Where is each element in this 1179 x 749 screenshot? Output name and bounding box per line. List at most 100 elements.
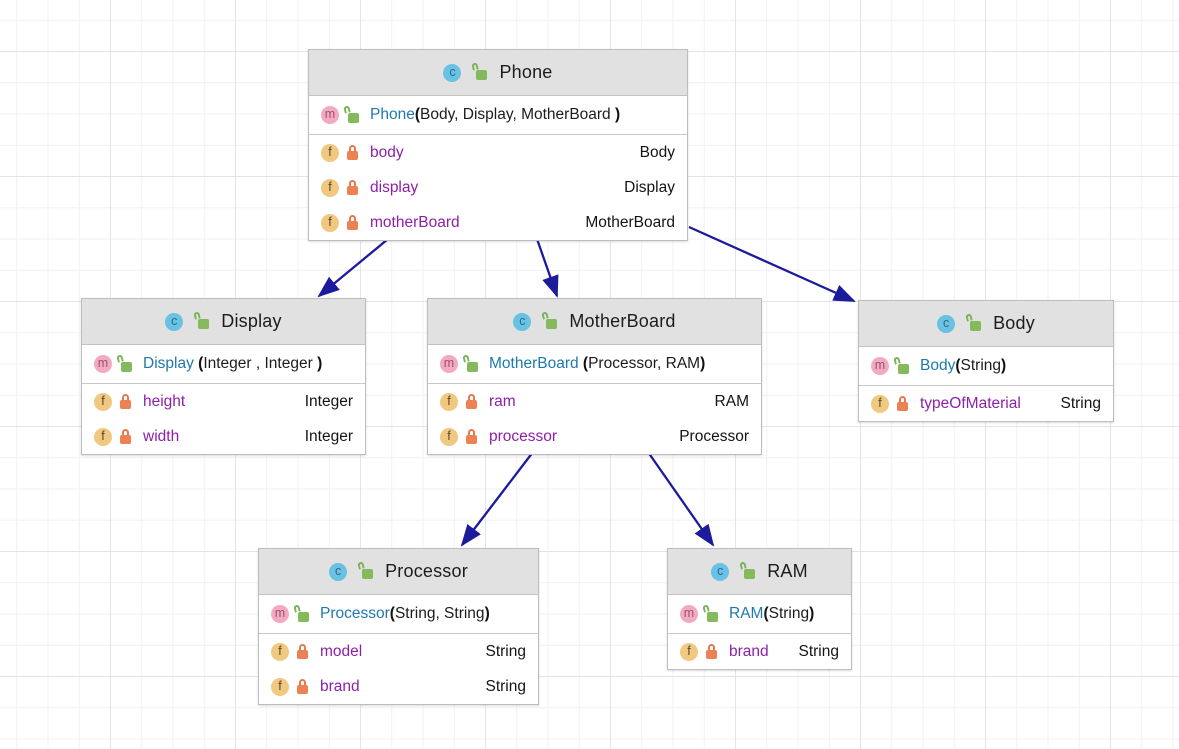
class-icon: c xyxy=(329,562,348,581)
edge-phone-to-motherboard[interactable] xyxy=(535,238,559,298)
field-type: Display xyxy=(624,178,675,196)
fields-compartment: f typeOfMaterial String xyxy=(859,386,1113,421)
class-header-display[interactable]: c Display xyxy=(82,299,365,345)
class-node-phone[interactable]: c Phone m Phone(Body, Display, MotherBoa… xyxy=(308,49,688,241)
close-paren: ) xyxy=(700,355,706,372)
private-locked-icon xyxy=(119,429,132,444)
constructor-row[interactable]: m MotherBoard (Processor, RAM) xyxy=(428,345,761,383)
edge-motherboard-to-processor[interactable] xyxy=(460,451,534,547)
edge-phone-to-body[interactable] xyxy=(688,225,856,303)
private-locked-icon xyxy=(119,394,132,409)
constructor-signature: RAM(String) xyxy=(729,605,814,623)
field-type: MotherBoard xyxy=(585,213,675,231)
field-icon: f xyxy=(440,392,458,411)
class-node-motherboard[interactable]: c MotherBoard m MotherBoard (Processor, … xyxy=(427,298,762,455)
field-row[interactable]: f height Integer xyxy=(82,384,365,419)
field-icon: f xyxy=(271,642,289,661)
constructor-signature: Processor(String, String) xyxy=(320,605,490,623)
field-row[interactable]: f brand String xyxy=(668,634,851,669)
field-row[interactable]: f body Body xyxy=(309,135,687,170)
public-unlocked-icon xyxy=(474,65,488,80)
class-header-processor[interactable]: c Processor xyxy=(259,549,538,595)
field-name: typeOfMaterial xyxy=(920,394,1021,412)
field-row[interactable]: f brand String xyxy=(259,669,538,704)
field-row[interactable]: f model String xyxy=(259,634,538,669)
constructor-row[interactable]: m Display (Integer , Integer ) xyxy=(82,345,365,383)
class-icon: c xyxy=(513,312,532,331)
methods-compartment: m Phone(Body, Display, MotherBoard ) xyxy=(309,96,687,135)
method-icon: m xyxy=(271,605,289,623)
field-icon: f xyxy=(94,427,112,446)
constructor-row[interactable]: m Processor(String, String) xyxy=(259,595,538,633)
close-paren: ) xyxy=(614,106,621,123)
field-row[interactable]: f motherBoard MotherBoard xyxy=(309,205,687,240)
class-title: Display xyxy=(221,311,282,331)
methods-compartment: m MotherBoard (Processor, RAM) xyxy=(428,345,761,384)
public-unlocked-icon xyxy=(742,564,756,579)
methods-compartment: m Display (Integer , Integer ) xyxy=(82,345,365,384)
constructor-row[interactable]: m Phone(Body, Display, MotherBoard ) xyxy=(309,96,687,134)
class-title: RAM xyxy=(767,561,808,581)
close-paren: ) xyxy=(809,605,815,622)
field-row[interactable]: f ram RAM xyxy=(428,384,761,419)
constructor-row[interactable]: m RAM(String) xyxy=(668,595,851,633)
field-name: motherBoard xyxy=(370,213,460,231)
field-row[interactable]: f width Integer xyxy=(82,419,365,454)
open-paren: ( xyxy=(763,605,769,622)
private-locked-icon xyxy=(705,644,718,659)
field-icon: f xyxy=(680,642,698,661)
field-row[interactable]: f processor Processor xyxy=(428,419,761,454)
open-paren: ( xyxy=(414,106,420,123)
fields-compartment: f ram RAM f processor Processor xyxy=(428,384,761,454)
constructor-name: Display xyxy=(143,355,199,372)
constructor-name: Processor xyxy=(320,605,390,622)
private-locked-icon xyxy=(465,429,478,444)
private-locked-icon xyxy=(465,394,478,409)
class-icon: c xyxy=(711,562,730,581)
class-header-phone[interactable]: c Phone xyxy=(309,50,687,96)
field-row[interactable]: f typeOfMaterial String xyxy=(859,386,1113,421)
class-node-ram[interactable]: c RAM m RAM(String) f brand String xyxy=(667,548,852,670)
constructor-params: Integer , Integer xyxy=(203,355,318,372)
class-node-body[interactable]: c Body m Body(String) f typeOfMaterial S… xyxy=(858,300,1114,422)
constructor-row[interactable]: m Body(String) xyxy=(859,347,1113,385)
fields-compartment: f body Body f display Display f motherBo… xyxy=(309,135,687,240)
private-locked-icon xyxy=(346,180,359,195)
constructor-signature: Body(String) xyxy=(920,357,1006,375)
private-locked-icon xyxy=(346,215,359,230)
open-paren: ( xyxy=(582,355,589,372)
method-icon: m xyxy=(440,355,458,373)
method-icon: m xyxy=(94,355,112,373)
field-icon: f xyxy=(871,394,889,413)
field-name: model xyxy=(320,642,363,660)
field-icon: f xyxy=(321,143,339,162)
class-node-display[interactable]: c Display m Display (Integer , Integer )… xyxy=(81,298,366,455)
class-header-ram[interactable]: c RAM xyxy=(668,549,851,595)
field-type: Integer xyxy=(304,427,353,445)
methods-compartment: m RAM(String) xyxy=(668,595,851,634)
public-unlocked-icon xyxy=(705,607,718,622)
class-title: Phone xyxy=(499,62,553,82)
field-row[interactable]: f display Display xyxy=(309,170,687,205)
field-icon: f xyxy=(271,677,289,696)
class-node-processor[interactable]: c Processor m Processor(String, String) … xyxy=(258,548,539,705)
close-paren: ) xyxy=(1001,357,1007,374)
public-unlocked-icon xyxy=(196,314,210,329)
field-icon: f xyxy=(321,213,339,232)
constructor-name: Phone xyxy=(370,106,415,123)
class-header-motherboard[interactable]: c MotherBoard xyxy=(428,299,761,345)
class-icon: c xyxy=(937,314,956,333)
field-icon: f xyxy=(321,178,339,197)
class-icon: c xyxy=(165,312,184,331)
edge-phone-to-display[interactable] xyxy=(317,238,389,298)
methods-compartment: m Body(String) xyxy=(859,347,1113,386)
public-unlocked-icon xyxy=(296,607,309,622)
class-header-body[interactable]: c Body xyxy=(859,301,1113,347)
field-type: String xyxy=(485,677,527,695)
private-locked-icon xyxy=(296,644,309,659)
field-name: brand xyxy=(729,642,769,660)
field-name: brand xyxy=(320,677,360,695)
field-type: String xyxy=(798,642,840,660)
edge-motherboard-to-ram[interactable] xyxy=(647,451,715,547)
